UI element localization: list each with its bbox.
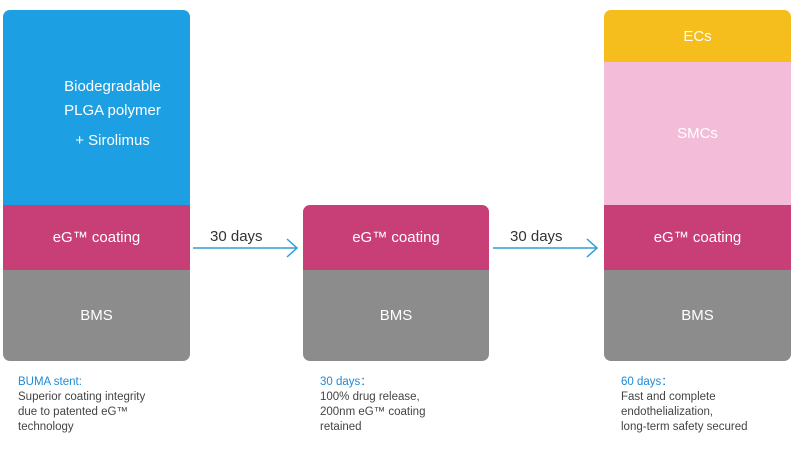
coating-layer: eG™ coating — [3, 205, 190, 270]
polymer-line-3: + Sirolimus — [75, 132, 150, 149]
caption-line: due to patented eG™ — [18, 406, 128, 418]
caption-heading: 60 days： — [621, 376, 673, 388]
coating-layer: eG™ coating — [604, 205, 791, 270]
caption-line: 200nm eG™ coating — [320, 406, 426, 418]
stage3-caption: 60 days： Fast and complete endothelializ… — [621, 375, 796, 435]
stage2-caption: 30 days： 100% drug release, 200nm eG™ co… — [320, 375, 520, 435]
arrow1-icon — [193, 238, 299, 258]
caption-line: endothelialization, — [621, 406, 714, 418]
polymer-line-1: Biodegradable — [64, 78, 161, 95]
coating-layer: eG™ coating — [303, 205, 489, 270]
caption-line: Fast and complete — [621, 391, 716, 403]
bms-layer: BMS — [303, 270, 489, 361]
caption-heading: BUMA stent: — [18, 376, 82, 388]
polymer-layer: Biodegradable PLGA polymer + Sirolimus — [3, 10, 190, 205]
stage3-stack: ECs SMCs eG™ coating BMS — [604, 10, 791, 361]
arrow1-label: 30 days — [210, 228, 263, 245]
caption-line: 100% drug release, — [320, 391, 420, 403]
caption-line: long-term safety secured — [621, 421, 748, 433]
caption-heading: 30 days： — [320, 376, 372, 388]
caption-line: Superior coating integrity — [18, 391, 146, 403]
ecs-layer: ECs — [604, 10, 791, 62]
arrow2-label: 30 days — [510, 228, 563, 245]
stage2-stack: eG™ coating BMS — [303, 205, 489, 361]
arrow2-icon — [493, 238, 599, 258]
caption-line: technology — [18, 421, 74, 433]
polymer-line-2: PLGA polymer — [64, 102, 161, 119]
smcs-layer: SMCs — [604, 62, 791, 205]
caption-line: retained — [320, 421, 362, 433]
bms-layer: BMS — [3, 270, 190, 361]
stage1-stack: Biodegradable PLGA polymer + Sirolimus e… — [3, 10, 190, 361]
bms-layer: BMS — [604, 270, 791, 361]
stage1-caption: BUMA stent: Superior coating integrity d… — [18, 375, 218, 435]
